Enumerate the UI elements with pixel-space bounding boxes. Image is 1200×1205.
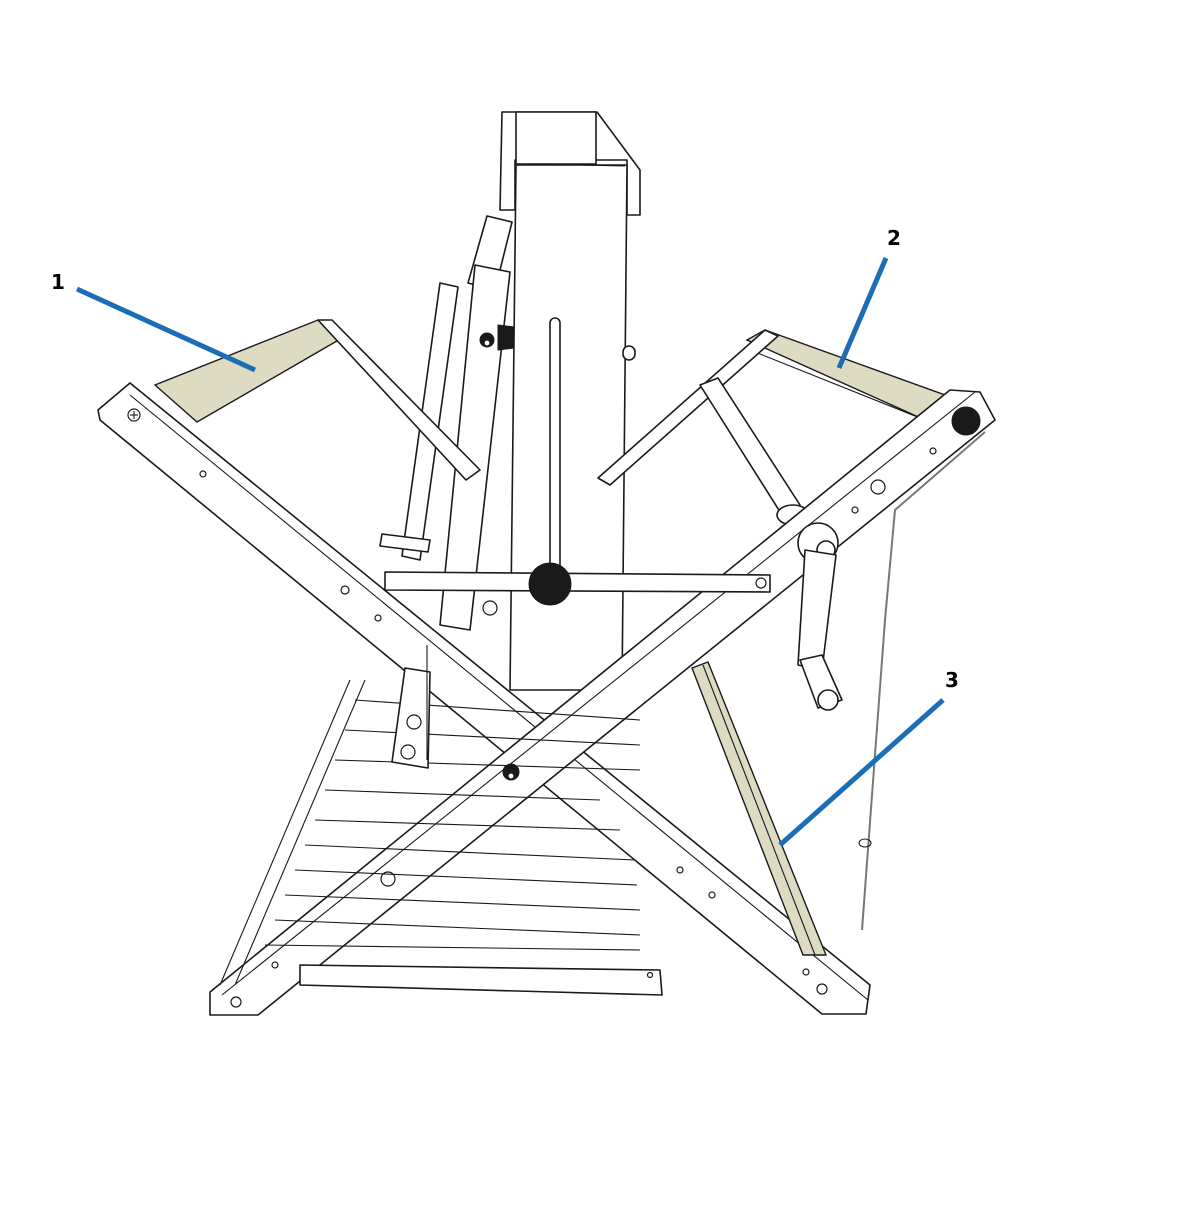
shaft-frames — [379, 215, 515, 631]
leader-line-2 — [836, 257, 889, 369]
callout-label-1: 1 — [51, 270, 65, 294]
callout-label-2: 2 — [887, 226, 901, 250]
rear-frame — [317, 319, 810, 526]
crank-handle — [797, 522, 843, 711]
lam-bracket — [391, 645, 520, 781]
diagonal-brace — [691, 661, 828, 956]
treadles — [219, 679, 663, 996]
treadle-lever — [384, 562, 771, 606]
castle — [499, 111, 641, 691]
callout-label-3: 3 — [945, 668, 959, 692]
tension-cord — [858, 431, 986, 931]
leader-line-1 — [75, 286, 257, 373]
leader-line-3 — [778, 698, 945, 847]
back-beam-right — [745, 329, 947, 421]
